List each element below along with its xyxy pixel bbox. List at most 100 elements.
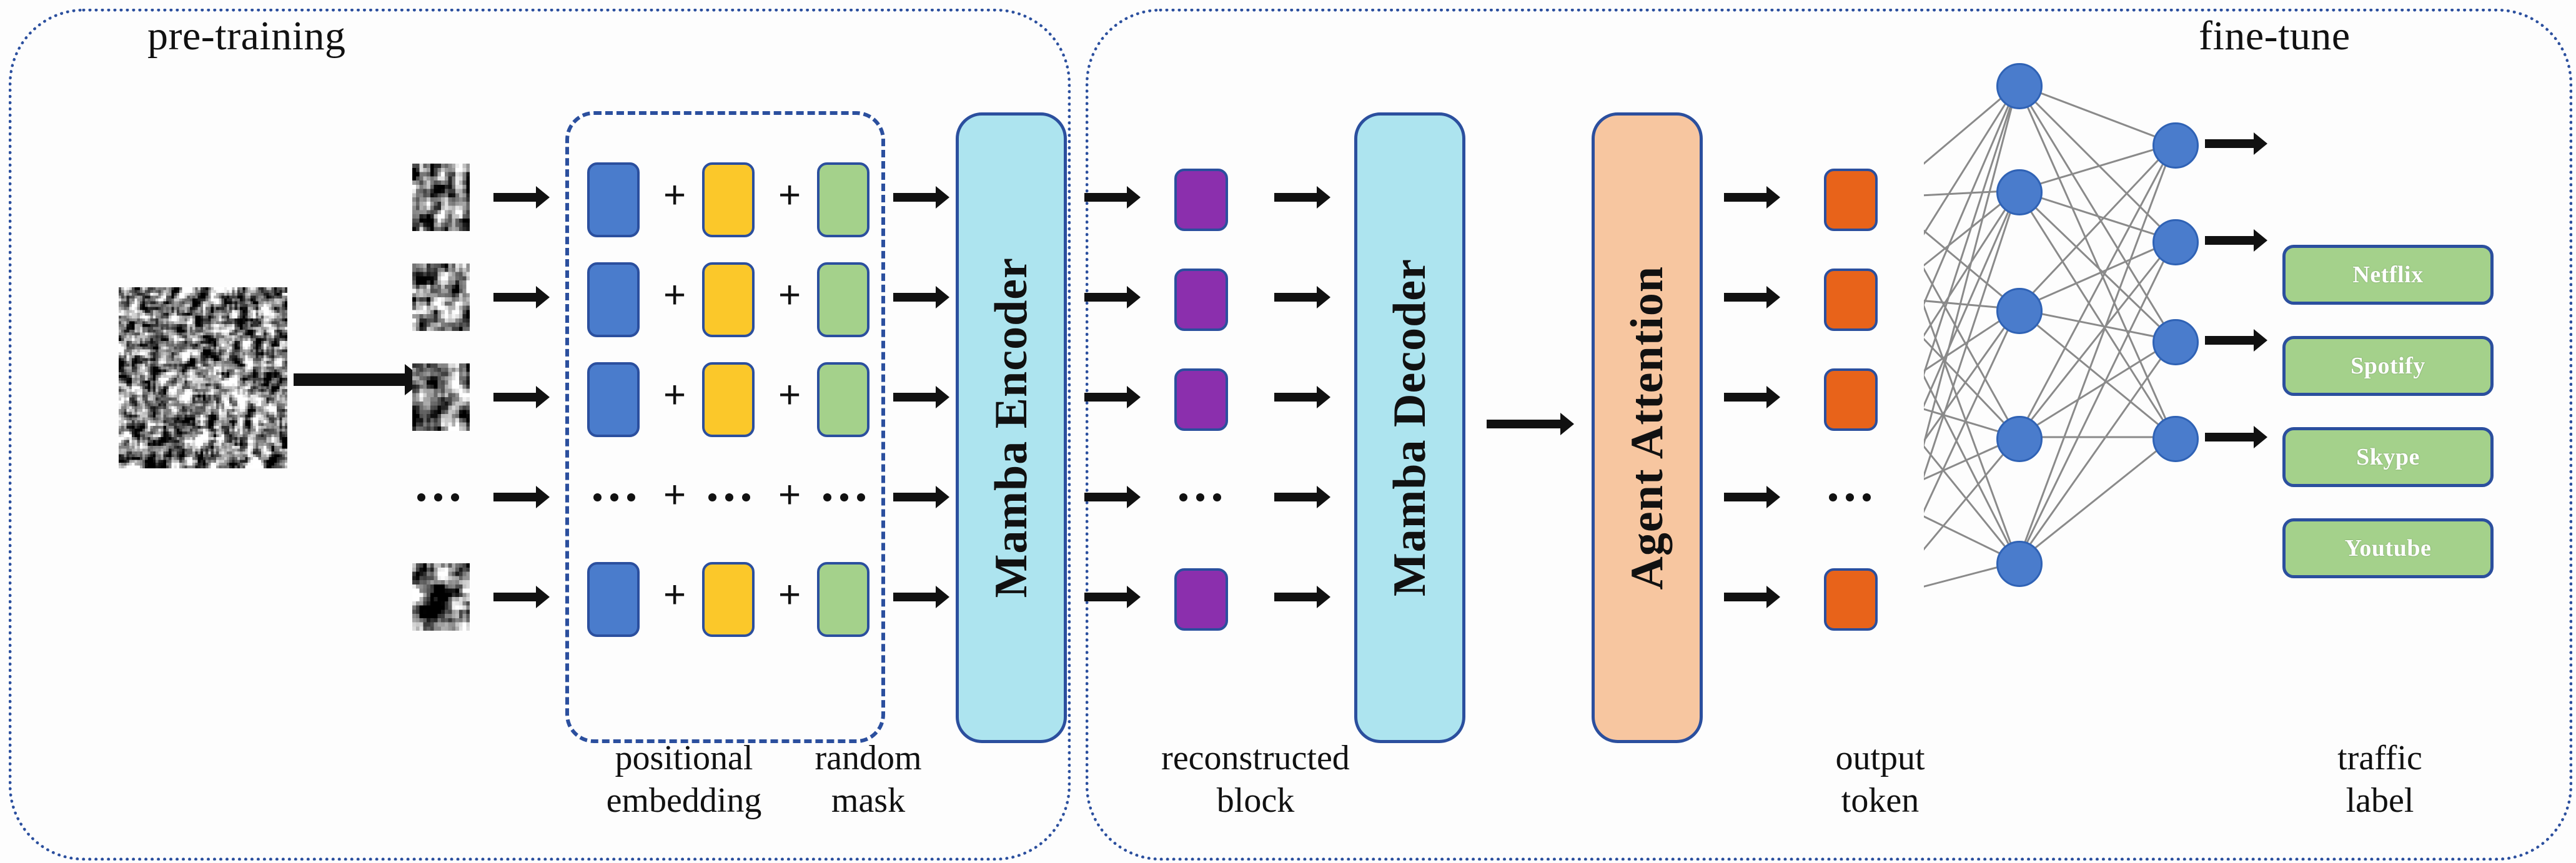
mlp-hidden-node bbox=[1996, 63, 2043, 109]
caption-random-mask: random mask bbox=[815, 739, 922, 821]
reconstructed-block-token bbox=[1174, 368, 1228, 431]
plus-operator: + bbox=[778, 174, 801, 217]
arrow-patch-to-embedding bbox=[493, 286, 550, 308]
output-token-ellipsis bbox=[1829, 493, 1871, 501]
arrow-encoder-to-reconstructed bbox=[1084, 586, 1141, 608]
positional-embedding-token bbox=[702, 362, 755, 437]
arrow-patch-to-embedding bbox=[493, 386, 550, 408]
plus-operator: + bbox=[778, 473, 801, 516]
plus-operator: + bbox=[663, 373, 686, 417]
arrow-embedding-to-encoder bbox=[893, 286, 949, 308]
arrow-reconstructed-to-decoder bbox=[1274, 486, 1330, 508]
plus-operator: + bbox=[778, 573, 801, 616]
arrow-reconstructed-to-decoder bbox=[1274, 586, 1330, 608]
traffic-label-netflix: Netflix bbox=[2282, 245, 2494, 305]
pretraining-title: pre-training bbox=[147, 13, 346, 59]
input-patch bbox=[412, 264, 470, 331]
arrow-attention-to-output bbox=[1724, 286, 1780, 308]
traffic-label-spotify: Spotify bbox=[2282, 336, 2494, 396]
mlp-hidden-node bbox=[1996, 416, 2043, 462]
caption-positional-embedding: positional embedding bbox=[606, 739, 762, 821]
plus-operator: + bbox=[663, 174, 686, 217]
mlp-hidden-node bbox=[1996, 288, 2043, 334]
caption-reconstructed-block: reconstructed block bbox=[1161, 739, 1350, 821]
arrow-attention-to-output bbox=[1724, 486, 1780, 508]
positional-embedding-token bbox=[702, 262, 755, 337]
output-token bbox=[1824, 568, 1878, 631]
plus-operator: + bbox=[663, 274, 686, 317]
input-patch bbox=[412, 363, 470, 431]
arrow-output-to-label bbox=[2205, 329, 2267, 352]
random-mask-token bbox=[817, 562, 869, 637]
random-mask-ellipsis bbox=[823, 493, 865, 501]
mlp-classifier bbox=[1924, 25, 2236, 706]
mlp-hidden-node bbox=[1996, 169, 2043, 215]
finetune-title: fine-tune bbox=[2199, 13, 2351, 59]
output-token bbox=[1824, 169, 1878, 231]
arrow-patch-to-embedding bbox=[493, 586, 550, 608]
mamba-encoder-block: Mamba Encoder bbox=[956, 112, 1067, 743]
arrow-patch-to-embedding bbox=[493, 186, 550, 209]
arrow-patch-to-embedding bbox=[493, 486, 550, 508]
arrow-encoder-to-reconstructed bbox=[1084, 486, 1141, 508]
mlp-output-node bbox=[2152, 122, 2199, 169]
plus-operator: + bbox=[663, 473, 686, 516]
mamba-decoder-label: Mamba Decoder bbox=[1384, 259, 1435, 597]
plus-operator: + bbox=[663, 573, 686, 616]
arrow-attention-to-output bbox=[1724, 386, 1780, 408]
mlp-output-node bbox=[2152, 319, 2199, 365]
arrow-reconstructed-to-decoder bbox=[1274, 386, 1330, 408]
plus-operator: + bbox=[778, 274, 801, 317]
mamba-encoder-label: Mamba Encoder bbox=[985, 257, 1037, 598]
positional-embedding-token bbox=[702, 162, 755, 237]
arrow-reconstructed-to-decoder bbox=[1274, 286, 1330, 308]
arrow-embedding-to-encoder bbox=[893, 586, 949, 608]
positional-embedding-token bbox=[702, 562, 755, 637]
random-mask-token bbox=[817, 162, 869, 237]
patch-embedding-token bbox=[587, 162, 640, 237]
traffic-label-youtube: Youtube bbox=[2282, 518, 2494, 578]
arrow-embedding-to-encoder bbox=[893, 486, 949, 508]
arrow-reconstructed-to-decoder bbox=[1274, 186, 1330, 209]
embedding-group-box bbox=[565, 111, 885, 743]
agent-attention-block: Agent Attention bbox=[1592, 112, 1703, 743]
arrow-embedding-to-encoder bbox=[893, 386, 949, 408]
arrow-output-to-label bbox=[2205, 229, 2267, 252]
patch-embedding-token bbox=[587, 562, 640, 637]
arrow-decoder-to-attention bbox=[1487, 413, 1574, 435]
random-mask-token bbox=[817, 362, 869, 437]
input-patch bbox=[412, 563, 470, 631]
caption-traffic-label: traffic label bbox=[2337, 739, 2422, 821]
finetune-panel bbox=[1086, 9, 2572, 861]
arrow-encoder-to-reconstructed bbox=[1084, 186, 1141, 209]
arrow-embedding-to-encoder bbox=[893, 186, 949, 209]
patch-embedding-token bbox=[587, 262, 640, 337]
arrow-output-to-label bbox=[2205, 426, 2267, 448]
arrow-encoder-to-reconstructed bbox=[1084, 286, 1141, 308]
input-patch bbox=[412, 164, 470, 231]
reconstructed-block-ellipsis bbox=[1179, 493, 1221, 501]
arrow-output-to-label bbox=[2205, 132, 2267, 155]
plus-operator: + bbox=[778, 373, 801, 417]
caption-output-token: output token bbox=[1835, 739, 1925, 821]
mlp-edges bbox=[1924, 83, 2175, 588]
reconstructed-block-token bbox=[1174, 269, 1228, 331]
mlp-output-node bbox=[2152, 416, 2199, 462]
mlp-output-node bbox=[2152, 219, 2199, 265]
agent-attention-label: Agent Attention bbox=[1621, 265, 1673, 590]
reconstructed-block-token bbox=[1174, 568, 1228, 631]
pretraining-panel bbox=[9, 9, 1071, 861]
mlp-hidden-node bbox=[1996, 541, 2043, 587]
traffic-label-skype: Skype bbox=[2282, 427, 2494, 487]
input-traffic-image bbox=[119, 287, 287, 468]
output-token bbox=[1824, 269, 1878, 331]
input-patch-ellipsis bbox=[417, 493, 459, 501]
positional-embedding-ellipsis bbox=[708, 493, 750, 501]
reconstructed-block-token bbox=[1174, 169, 1228, 231]
output-token bbox=[1824, 368, 1878, 431]
mamba-decoder-block: Mamba Decoder bbox=[1354, 112, 1465, 743]
arrow-input-to-patches bbox=[294, 364, 425, 395]
random-mask-token bbox=[817, 262, 869, 337]
patch-embedding-token bbox=[587, 362, 640, 437]
